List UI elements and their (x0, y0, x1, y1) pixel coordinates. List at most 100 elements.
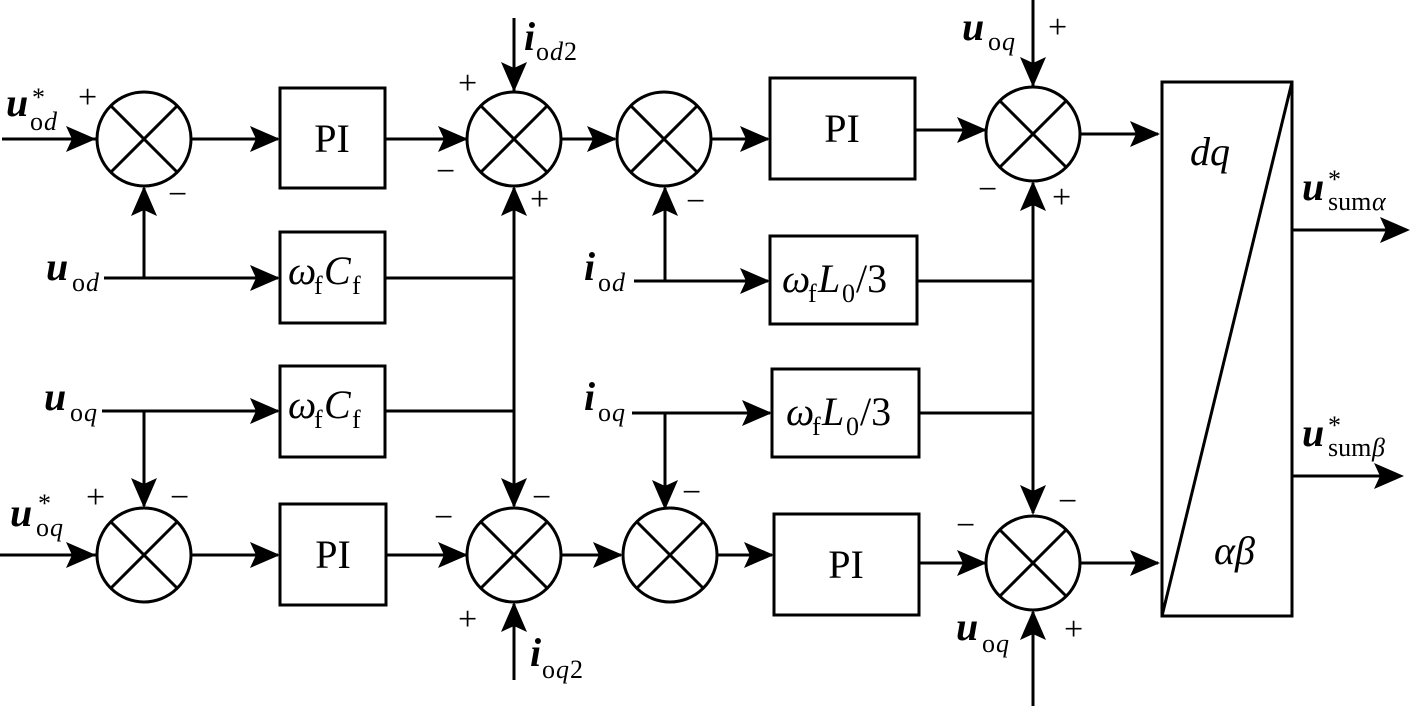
svg-text:α: α (1372, 187, 1387, 216)
svg-text:f: f (314, 405, 323, 434)
svg-text:−: − (956, 507, 975, 544)
summing-junction-3 (615, 90, 713, 188)
svg-text:f: f (352, 405, 361, 434)
svg-text:o: o (30, 107, 43, 136)
svg-text:q: q (556, 655, 569, 684)
svg-text:f: f (352, 271, 361, 300)
svg-text:i: i (584, 374, 595, 419)
sign-plus: + (78, 79, 97, 116)
summing-junction-1 (95, 90, 193, 188)
svg-text:+: + (1052, 179, 1071, 216)
svg-text:u: u (962, 4, 984, 49)
summing-junction-8 (984, 514, 1082, 612)
svg-text:/3: /3 (856, 256, 887, 301)
svg-text:sum: sum (1328, 433, 1371, 462)
svg-text:q: q (1002, 27, 1015, 56)
arrowhead (66, 126, 96, 152)
svg-text:αβ: αβ (1214, 528, 1255, 573)
svg-text:/3: /3 (860, 389, 891, 434)
svg-text:−: − (682, 474, 701, 511)
svg-text:L: L (817, 256, 840, 301)
svg-text:2: 2 (564, 37, 577, 66)
svg-text:o: o (598, 268, 611, 297)
summing-junction-5 (95, 506, 193, 604)
svg-text:−: − (434, 499, 453, 536)
summing-junction-2 (465, 90, 563, 188)
svg-text:+: + (530, 181, 549, 218)
summing-junction-6 (465, 506, 563, 604)
svg-text:*: * (1328, 165, 1341, 194)
svg-text:o: o (542, 655, 555, 684)
svg-text:u: u (1302, 410, 1324, 455)
svg-text:dq: dq (1190, 129, 1230, 174)
svg-text:u: u (6, 80, 28, 125)
svg-text:+: + (458, 601, 477, 638)
svg-text:C: C (324, 248, 352, 293)
svg-text:PI: PI (314, 116, 350, 161)
svg-text:o: o (598, 398, 611, 427)
sign-minus: − (168, 176, 187, 213)
svg-text:L: L (821, 389, 844, 434)
label-uoq: u o q (44, 374, 97, 427)
svg-text:q: q (50, 513, 63, 542)
svg-text:o: o (72, 268, 85, 297)
label-iod2: i o d 2 (524, 14, 577, 66)
svg-text:i: i (584, 244, 595, 289)
svg-text:*: * (32, 83, 45, 112)
pi-block-2: PI (768, 76, 917, 181)
label-uoq-bottom: u o q (956, 604, 1009, 658)
svg-text:0: 0 (846, 412, 859, 441)
svg-text:sum: sum (1328, 187, 1371, 216)
svg-text:o: o (70, 398, 83, 427)
dq-to-alphabeta-transform-block: dq αβ (1160, 80, 1294, 618)
svg-text:o: o (36, 513, 49, 542)
label-uod-ref: u * o d (6, 80, 58, 136)
label-ioq2: i o q 2 (530, 630, 583, 684)
svg-text:ω: ω (288, 248, 316, 293)
summing-junction-4 (984, 85, 1082, 183)
svg-text:−: − (1058, 483, 1077, 520)
svg-text:+: + (86, 479, 105, 516)
svg-text:*: * (1328, 411, 1341, 440)
svg-text:−: − (686, 183, 705, 220)
svg-text:f: f (812, 412, 821, 441)
pi-block-1: PI (278, 86, 387, 190)
svg-text:o: o (536, 37, 549, 66)
omega-cf-block-d: ω f C f (278, 230, 387, 325)
svg-text:f: f (808, 279, 817, 308)
summing-junction-7 (621, 506, 719, 604)
svg-text:d: d (550, 37, 564, 66)
svg-text:*: * (38, 489, 51, 518)
svg-text:ω: ω (782, 256, 810, 301)
svg-text:d: d (86, 268, 100, 297)
svg-text:u: u (956, 604, 978, 649)
svg-text:2: 2 (570, 655, 583, 684)
svg-text:β: β (1371, 433, 1385, 462)
label-uod: u o d (46, 244, 100, 297)
svg-text:q: q (84, 398, 97, 427)
omega-cf-block-q: ω f C f (278, 364, 387, 459)
svg-text:PI: PI (315, 532, 351, 577)
svg-text:+: + (1048, 9, 1067, 46)
label-uoq-top: u o q (962, 4, 1015, 56)
svg-text:PI: PI (828, 542, 864, 587)
label-uoq-ref: u * o q (10, 489, 63, 542)
label-ioq: i o q (584, 374, 625, 427)
svg-text:−: − (978, 171, 997, 208)
svg-text:f: f (314, 271, 323, 300)
svg-text:u: u (44, 374, 66, 419)
svg-text:u: u (46, 244, 68, 289)
pi-block-3: PI (278, 502, 388, 607)
svg-text:−: − (532, 479, 551, 516)
svg-text:u: u (10, 490, 32, 535)
omega-l0-block-q: ω f L 0 /3 (770, 367, 921, 459)
svg-text:q: q (996, 629, 1009, 658)
svg-text:d: d (612, 268, 626, 297)
svg-text:PI: PI (824, 106, 860, 151)
svg-text:ω: ω (288, 382, 316, 427)
omega-l0-block-d: ω f L 0 /3 (768, 234, 919, 326)
svg-text:o: o (988, 27, 1001, 56)
svg-text:+: + (458, 65, 477, 102)
svg-text:o: o (982, 629, 995, 658)
